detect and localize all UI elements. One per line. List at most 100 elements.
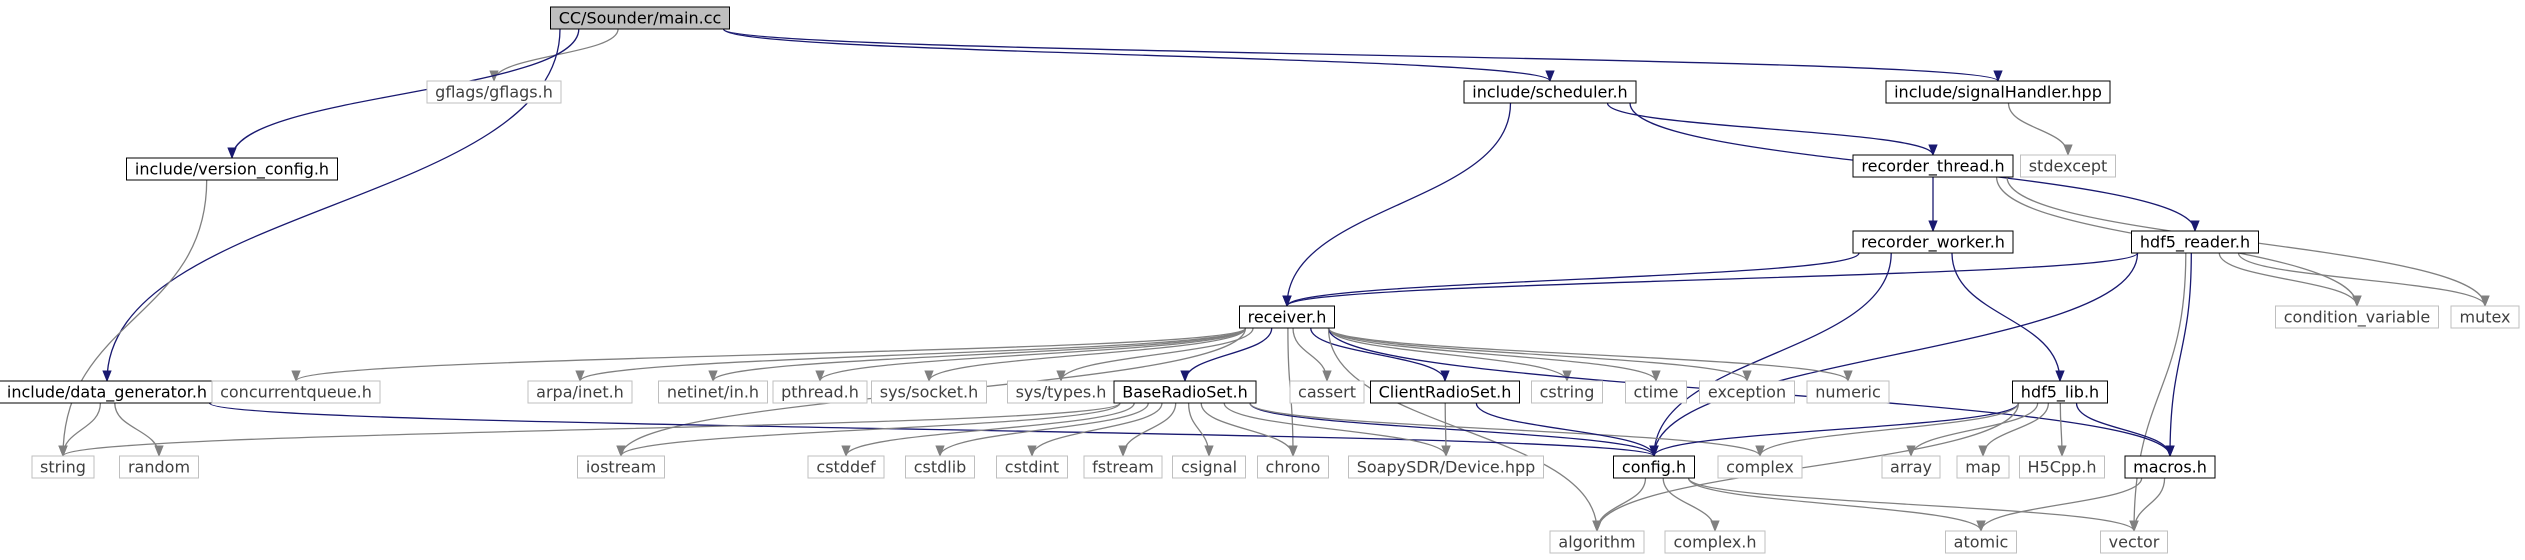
node-label: csignal — [1181, 458, 1237, 477]
edge-hdf5-reader-to-vector — [2129, 252, 2187, 533]
node-data-generator[interactable]: include/data_generator.h — [0, 380, 216, 404]
node-BaseRadioSet[interactable]: BaseRadioSet.h — [1113, 380, 1257, 404]
edge-hdf5-lib-to-map — [1978, 402, 2050, 458]
node-pthread: pthread.h — [772, 380, 868, 404]
edge-line — [1649, 402, 2020, 458]
node-box — [1549, 530, 1645, 554]
node-box — [905, 455, 975, 479]
edge-BaseRadioSet-to-cstddef — [841, 402, 1135, 458]
node-box — [2020, 154, 2116, 178]
edge-line — [1592, 402, 2020, 533]
node-signalHandler[interactable]: include/signalHandler.hpp — [1885, 80, 2111, 104]
node-box — [1113, 380, 1257, 404]
node-algorithm: algorithm — [1549, 530, 1645, 554]
edge-line — [2129, 477, 2166, 533]
node-macros[interactable]: macros.h — [2124, 455, 2216, 479]
edge-receiver-to-ctime — [1327, 327, 1661, 383]
edge-line — [1118, 402, 1177, 458]
node-box — [211, 380, 381, 404]
edge-line — [227, 28, 580, 160]
edge-receiver-to-ClientRadioSet — [1310, 327, 1450, 383]
node-label: stdexcept — [2029, 157, 2108, 176]
node-concurrentqueue: concurrentqueue.h — [211, 380, 381, 404]
edge-hdf5-reader-to-config — [1649, 252, 2139, 458]
node-box — [996, 455, 1068, 479]
node-chrono: chrono — [1257, 455, 1329, 479]
edge-line — [708, 327, 1247, 383]
edge-hdf5-lib-to-H5Cpp — [2057, 402, 2067, 458]
edge-line — [58, 179, 208, 458]
node-ClientRadioSet[interactable]: ClientRadioSet.h — [1370, 380, 1520, 404]
node-label: cstdlib — [914, 458, 967, 477]
node-recorder-worker[interactable]: recorder_worker.h — [1852, 230, 2014, 254]
node-recorder-thread[interactable]: recorder_thread.h — [1852, 154, 2014, 178]
edge-hdf5-reader-to-mutex — [2237, 252, 2490, 308]
node-label: complex.h — [1673, 533, 1756, 552]
edge-line — [616, 402, 1121, 458]
node-receiver[interactable]: receiver.h — [1239, 305, 1335, 329]
edge-line — [1475, 402, 1659, 458]
edge-line — [1056, 327, 1254, 383]
node-string: string — [31, 455, 95, 479]
edge-config-to-algorithm — [1592, 477, 1647, 533]
node-label: arpa/inet.h — [536, 383, 624, 402]
node-label: cstddef — [816, 458, 876, 477]
node-label: include/signalHandler.hpp — [1894, 83, 2102, 102]
edge-recorder-worker-to-hdf5-lib — [1951, 252, 2065, 383]
edge-line — [1292, 327, 1332, 383]
edge-line — [1951, 252, 2065, 383]
edge-scheduler-to-recorder-thread — [1606, 102, 1938, 157]
edge-line — [2237, 252, 2490, 308]
edge-line — [1649, 252, 1892, 458]
edge-line — [1249, 402, 1765, 458]
node-box — [1463, 80, 1637, 104]
node-label: config.h — [1622, 458, 1686, 477]
node-box — [1531, 380, 1603, 404]
node-box — [126, 157, 338, 181]
edge-hdf5-lib-to-algorithm — [1592, 402, 2020, 533]
node-box — [2100, 530, 2168, 554]
node-label: exception — [1708, 383, 1786, 402]
edge-config-to-complex-h — [1662, 477, 1720, 533]
node-box — [1717, 455, 1803, 479]
node-array: array — [1881, 455, 1941, 479]
edge-hdf5-lib-to-array — [1906, 402, 2039, 458]
node-box — [527, 380, 633, 404]
edge-line — [1755, 402, 2020, 458]
node-hdf5-reader[interactable]: hdf5_reader.h — [2131, 230, 2259, 254]
node-iostream: iostream — [577, 455, 665, 479]
node-main-cc[interactable]: CC/Sounder/main.cc — [550, 6, 730, 30]
edge-receiver-to-concurrentqueue — [291, 327, 1247, 383]
node-random: random — [119, 455, 199, 479]
node-config[interactable]: config.h — [1613, 455, 1695, 479]
node-exception: exception — [1699, 380, 1795, 404]
node-label: sys/types.h — [1016, 383, 1107, 402]
node-label: numeric — [1815, 383, 1881, 402]
node-scheduler[interactable]: include/scheduler.h — [1463, 80, 1637, 104]
node-box — [1945, 530, 2017, 554]
edge-ClientRadioSet-to-soapy-device — [1441, 402, 1451, 458]
edge-line — [2057, 402, 2067, 458]
node-label: sys/socket.h — [880, 383, 979, 402]
node-stdexcept: stdexcept — [2020, 154, 2116, 178]
edge-line — [2165, 252, 2192, 458]
edge-line — [1662, 477, 1720, 533]
node-hdf5-lib[interactable]: hdf5_lib.h — [2012, 380, 2108, 404]
node-box — [1885, 80, 2111, 104]
node-version-config[interactable]: include/version_config.h — [126, 157, 338, 181]
edge-hdf5-lib-to-macros — [2075, 402, 2175, 458]
edge-line — [1327, 327, 1572, 383]
edge-recorder-worker-to-config — [1649, 252, 1892, 458]
edge-line — [924, 327, 1247, 383]
node-label: pthread.h — [781, 383, 859, 402]
node-label: concurrentqueue.h — [220, 383, 372, 402]
edge-line — [1187, 402, 1214, 458]
node-label: atomic — [1954, 533, 2009, 552]
node-condition-variable: condition_variable — [2275, 305, 2439, 329]
node-label: ctime — [1634, 383, 1679, 402]
node-label: include/data_generator.h — [7, 383, 207, 403]
node-vector: vector — [2100, 530, 2168, 554]
node-box — [1664, 530, 1766, 554]
edge-hdf5-lib-to-config — [1649, 402, 2020, 458]
edge-hdf5-reader-to-condition-variable — [2218, 252, 2362, 308]
